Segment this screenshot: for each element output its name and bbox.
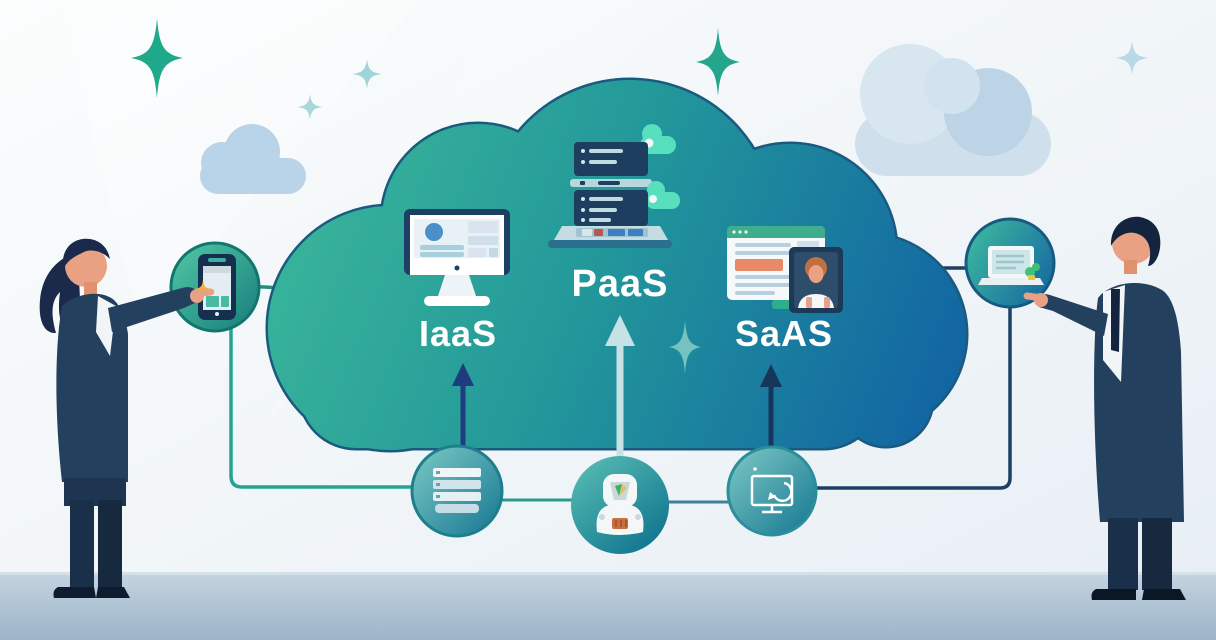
sparkle-icon [669,320,701,374]
user-portrait-frame [789,247,843,313]
laptop-icon [978,246,1044,285]
woman-leg [70,500,94,588]
circle-node-laptop [964,217,1056,309]
sync-arrow [772,481,793,503]
monitor-sync-icon [750,467,794,514]
server-row-lines [581,197,623,222]
connector-left-down [229,322,414,489]
businesswoman-figure [39,238,215,598]
man-leg [1142,518,1172,590]
browser-titlebar [727,226,825,238]
sparkle-icon [131,18,183,98]
woman-shoe [53,587,96,598]
plant-sprout-icon [1025,267,1035,277]
arrow-up-paas-head [605,315,635,346]
mint-cloud-badge [646,181,680,209]
desktop-monitor-icon [404,209,510,306]
portrait-face [808,265,824,283]
browser-user-window-icon [727,226,843,313]
content-highlight-block [735,259,783,271]
circle-node-server-rack [410,444,504,538]
man-leg [1108,518,1138,590]
decorative-cloud-top-left [200,124,306,194]
connector-right-down [814,305,1012,490]
man-tie [1111,289,1120,352]
woman-shoe [96,587,130,598]
server-stack-cloud-icon [548,124,680,248]
circle-node-monitor-sync [726,445,818,537]
figure-leaf-green [615,484,622,496]
man-shoe [1091,589,1136,600]
iaas-label: IaaS [419,313,497,354]
screen-chart-circle [425,223,443,241]
woman-arm [108,287,199,332]
user-figure-icon [596,474,644,535]
touch-spark-icon [194,280,212,298]
arrow-up-saas-head [760,364,782,387]
circle-node-smartphone [169,241,261,333]
man-shoe [1142,589,1186,600]
decorative-cloud-top-right [855,44,1051,176]
floor-edge [0,572,1216,576]
woman-hair-top [62,238,110,270]
businessman-figure [1023,216,1186,600]
sparkle-icon [696,28,740,96]
sparkle-icon [297,94,323,120]
server-row-lines [581,149,623,164]
man-arm [1036,293,1108,336]
circle-node-user [571,456,669,554]
woman-leg [98,500,122,588]
man-hair [1110,216,1161,266]
man-finger [1023,292,1043,302]
woman-finger [196,288,215,297]
sparkles [131,18,1149,120]
server-rack-icon [433,468,481,513]
figure-leaf-yellow [620,485,627,495]
saas-label: SaAS [735,313,833,354]
mint-cloud-badge [640,124,676,154]
paas-label: PaaS [572,263,669,305]
sparkle-icon [1115,41,1149,75]
arrow-up-iaas-head [452,363,474,386]
smartphone-icon [194,254,236,320]
sparkle-icon [352,59,382,89]
floor [0,575,1216,640]
